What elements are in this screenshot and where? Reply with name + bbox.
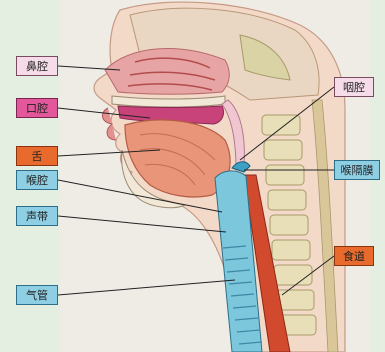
label-epiglottis: 喉隔膜 xyxy=(334,160,380,180)
label-vocal-cord: 声带 xyxy=(16,206,58,226)
label-oral-cavity: 口腔 xyxy=(16,98,58,118)
label-larynx: 喉腔 xyxy=(16,170,58,190)
label-trachea: 气管 xyxy=(16,285,58,305)
label-pharynx: 咽腔 xyxy=(334,77,374,97)
label-tongue: 舌 xyxy=(16,146,58,166)
label-esophagus: 食道 xyxy=(334,246,374,266)
label-nasal-cavity: 鼻腔 xyxy=(16,56,58,76)
